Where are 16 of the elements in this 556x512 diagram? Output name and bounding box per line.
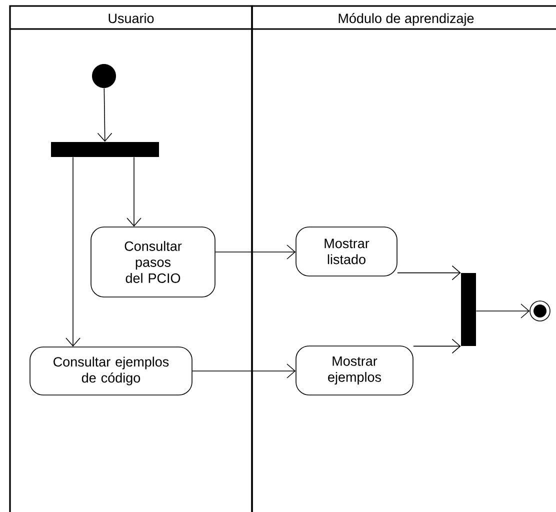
action-box: Consultar ejemplos de código: [30, 346, 192, 396]
action-box: Mostrar listado: [296, 226, 398, 276]
join-bar: [461, 273, 476, 346]
arrow: [215, 244, 296, 260]
initial-node: [92, 64, 116, 88]
action-box: Mostrar ejemplos: [296, 346, 414, 396]
arrow: [476, 304, 530, 318]
fork-bar: [51, 142, 159, 157]
final-node: [530, 300, 550, 322]
arrow: [126, 156, 142, 227]
arrow: [192, 364, 296, 378]
arrow: [397, 265, 461, 280]
action-box: Consultar pasos del PCIO: [90, 226, 216, 298]
arrow: [66, 156, 80, 347]
arrow: [413, 338, 461, 354]
arrow: [97, 88, 112, 142]
